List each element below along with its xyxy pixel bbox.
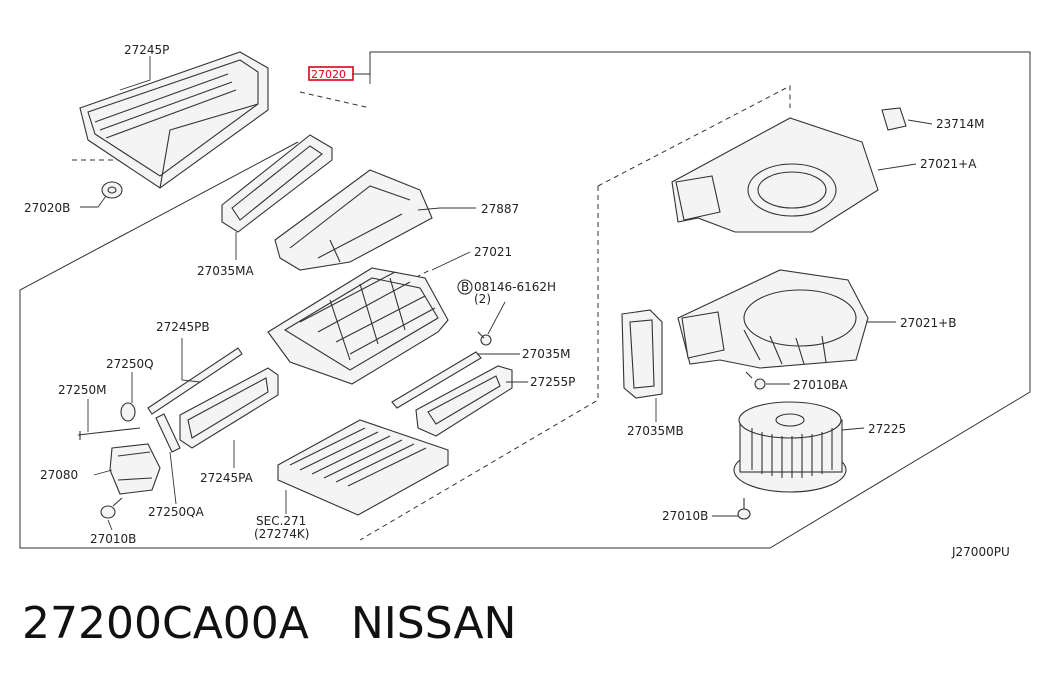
brand-name: NISSAN bbox=[350, 598, 517, 649]
label-27021: 27021 bbox=[474, 245, 512, 259]
part-27080-actuator bbox=[109, 443, 161, 495]
circled-b-icon bbox=[457, 279, 473, 295]
part-27010ba-screw bbox=[745, 371, 766, 390]
part-27225-blower-motor bbox=[733, 401, 847, 493]
part-27245p-housing bbox=[79, 51, 269, 189]
label-27010ba: 27010BA bbox=[793, 378, 848, 392]
label-27021b: 27021+B bbox=[900, 316, 956, 330]
part-27021b-lower-case bbox=[677, 269, 869, 369]
part-27021-housing bbox=[267, 267, 449, 385]
label-27020b: 27020B bbox=[24, 201, 70, 215]
label-27245pa: 27245PA bbox=[200, 471, 254, 485]
part-27250q-cap bbox=[120, 402, 136, 422]
part-27245pa-panel bbox=[179, 367, 279, 449]
dashed-group-divider bbox=[359, 186, 599, 541]
label-sec271: SEC.271 bbox=[256, 514, 306, 528]
part-23714m-module bbox=[881, 107, 907, 131]
part-27250m-lever bbox=[77, 427, 141, 440]
part-27887-bracket bbox=[274, 169, 433, 271]
label-27021a: 27021+A bbox=[920, 157, 977, 171]
part-sec271-filter bbox=[277, 419, 449, 516]
label-23714m: 23714M bbox=[936, 117, 985, 131]
diagram-frame bbox=[19, 51, 1031, 549]
label-27080: 27080 bbox=[40, 468, 78, 482]
label-27035ma: 27035MA bbox=[197, 264, 255, 278]
part-27010b-screw-left bbox=[100, 497, 123, 519]
part-27021a-upper-case bbox=[671, 117, 879, 233]
diagram-code: J27000PU bbox=[951, 545, 1010, 559]
label-27035m: 27035M bbox=[522, 347, 571, 361]
highlight-box-27020 bbox=[308, 66, 354, 81]
label-27887: 27887 bbox=[481, 202, 519, 216]
label-sec-27274k: (27274K) bbox=[254, 527, 309, 541]
label-27010b-left: 27010B bbox=[90, 532, 136, 546]
part-27035ma-seal bbox=[221, 134, 333, 233]
part-caption: 27200CA00A NISSAN bbox=[22, 598, 558, 649]
part-27035mb-seal bbox=[621, 309, 663, 399]
label-27245pb: 27245PB bbox=[156, 320, 210, 334]
label-08146-qty: (2) bbox=[474, 292, 491, 306]
label-27255p: 27255P bbox=[530, 375, 575, 389]
label-08146-6162h: 08146-6162H bbox=[474, 280, 556, 294]
label-27250q: 27250Q bbox=[106, 357, 154, 371]
label-27010b-right: 27010B bbox=[662, 509, 708, 523]
part-number: 27200CA00A bbox=[22, 598, 309, 649]
label-27035mb: 27035MB bbox=[627, 424, 684, 438]
label-27020-highlighted: 27020 bbox=[311, 68, 346, 81]
part-27020b-nut bbox=[101, 181, 123, 199]
dashed-group-blower bbox=[597, 85, 791, 187]
circled-b-letter: B bbox=[461, 280, 469, 294]
label-27250m: 27250M bbox=[58, 383, 107, 397]
label-27225: 27225 bbox=[868, 422, 906, 436]
label-27250qa: 27250QA bbox=[148, 505, 205, 519]
part-27035m-rod bbox=[391, 351, 482, 409]
label-27245p: 27245P bbox=[124, 43, 169, 57]
part-08146-bolt bbox=[477, 331, 492, 346]
part-27010b-screw-right bbox=[737, 498, 751, 520]
dashed-leader bbox=[299, 91, 371, 109]
part-27250qa-clip bbox=[155, 413, 181, 453]
part-27255p-frame bbox=[415, 365, 513, 437]
leader-lines bbox=[80, 56, 933, 531]
